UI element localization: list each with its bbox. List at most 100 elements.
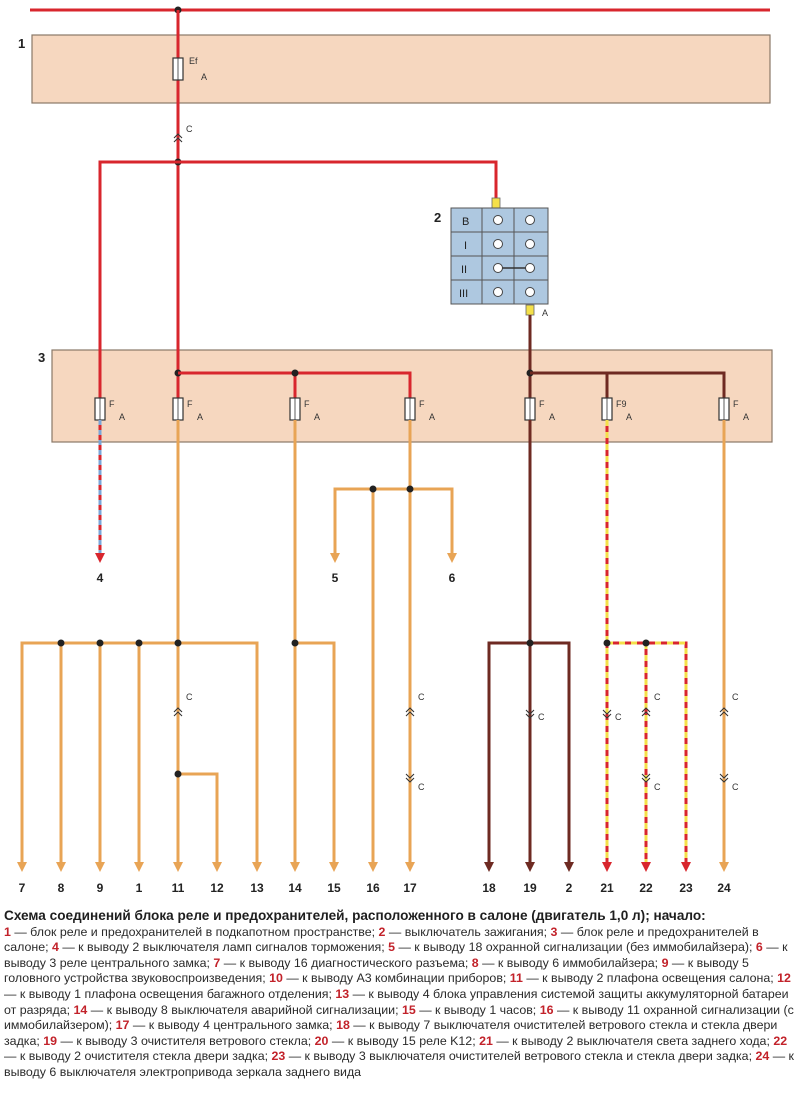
wire (333, 487, 454, 555)
fuse-label: F (187, 399, 193, 409)
junction (174, 770, 182, 778)
legend-item: 8 — к выводу 6 иммобилайзера; (471, 955, 662, 970)
arrow-heads (17, 862, 729, 872)
junction (57, 639, 65, 647)
terminal-label: 14 (288, 881, 302, 895)
fuse (601, 397, 613, 421)
figure-caption: Схема соединений блока реле и предохрани… (4, 908, 794, 1081)
connector-label: C (732, 782, 739, 792)
fuse-pin: A (197, 412, 203, 422)
junction (291, 639, 299, 647)
fuse-pin: A (626, 412, 632, 422)
junction (96, 639, 104, 647)
terminal-label: 5 (332, 571, 339, 585)
switch-row-label: B (462, 216, 469, 228)
terminal-label: 19 (523, 881, 537, 895)
legend-item: 10 — к выводу A3 комбинации приборов; (269, 971, 510, 986)
fuse-pin: A (429, 412, 435, 422)
legend-item: 2 — выключатель зажигания; (378, 924, 551, 939)
legend-item: 1 — блок реле и предохранителей в подкап… (4, 924, 379, 939)
terminal-label: 17 (403, 881, 417, 895)
terminal-label: 13 (250, 881, 264, 895)
legend-item: 7 — к выводу 16 диагностического разъема… (213, 955, 472, 970)
wire (178, 772, 219, 864)
switch-row-label: III (459, 288, 468, 300)
legend-item: 22 — к выводу 2 очистителя стекла двери … (4, 1033, 788, 1064)
legend-item: 5 — к выводу 18 охранной сигнализации (б… (388, 940, 756, 955)
terminal-label: 15 (327, 881, 341, 895)
connector-label: C (654, 782, 661, 792)
legend-item: 9 — к выводу 5 головного устройства звук… (4, 955, 749, 986)
legend-item: 19 — к выводу 3 очистителя ветрового сте… (43, 1033, 315, 1048)
terminal-label: 1 (136, 881, 143, 895)
terminal-label: 9 (97, 881, 104, 895)
fuse (404, 397, 416, 421)
block-2-number: 2 (434, 210, 441, 225)
fuse-label: Ef (189, 56, 198, 66)
wire (178, 160, 498, 200)
fuse-label: F (733, 399, 739, 409)
terminal-label: 23 (679, 881, 693, 895)
caption-legend: 1 — блок реле и предохранителей в подкап… (4, 925, 794, 1081)
fuse-label: F (109, 399, 115, 409)
ignition-switch (450, 207, 549, 305)
fuse-pin: A (743, 412, 749, 422)
legend-item: 18 — к выводу 7 выключателя очистителей … (4, 1018, 778, 1048)
fuse-label: F (539, 399, 545, 409)
fuse (524, 397, 536, 421)
wire (178, 371, 412, 404)
junction (642, 639, 650, 647)
fuse-label: F9 (616, 399, 627, 409)
junction (135, 639, 143, 647)
legend-item: 3 — блок реле и предохранителей в салоне… (4, 924, 759, 955)
terminal-label: 16 (366, 881, 380, 895)
terminal-label: 8 (58, 881, 65, 895)
legend-item: 12 — к выводу 1 плафона освещения багажн… (4, 971, 791, 1001)
legend-item: 17 — к выводу 4 центрального замка; (115, 1018, 337, 1033)
wiring-diagram: 1 3 2 Ef A C B I II III A (17, 6, 773, 895)
fuse (172, 397, 184, 421)
connector-label: C (732, 692, 739, 702)
terminal-label: 4 (97, 571, 104, 585)
block-1 (31, 34, 771, 104)
terminal-label: 21 (600, 881, 614, 895)
legend-item: 4 — к выводу 2 выключателя ламп сигналов… (51, 940, 389, 955)
legend-item: 24 — к выводу 6 выключателя электроприво… (4, 1049, 794, 1079)
switch-row-label: II (461, 264, 467, 276)
junction (526, 639, 534, 647)
connector-marks (173, 707, 729, 783)
legend-item: 11 — к выводу 2 плафона освещения салона… (509, 971, 778, 986)
legend-item: 14 — к выводу 8 выключателя аварийной си… (73, 1002, 402, 1017)
junction (603, 639, 611, 647)
terminal-label: 6 (449, 571, 456, 585)
junction (369, 485, 377, 493)
switch-row-label: I (464, 240, 467, 252)
legend-item: 21 — к выводу 2 выключателя света заднег… (479, 1033, 774, 1048)
terminal-label: 11 (172, 881, 185, 895)
bottom-terminal-labels: 7 8 9 1 11 12 13 14 15 16 17 18 19 2 21 … (19, 881, 731, 895)
connector-label: C (538, 712, 545, 722)
arrow-head (95, 553, 105, 563)
connector-label: C (418, 782, 425, 792)
connector-mark (173, 133, 183, 143)
arrow-head (330, 553, 340, 563)
wire (530, 371, 726, 404)
terminal-label: 2 (566, 881, 573, 895)
block-1-number: 1 (18, 36, 25, 51)
fuse (718, 397, 730, 421)
fuse-label: F (304, 399, 310, 409)
junction (291, 369, 299, 377)
fuse-pin: A (201, 72, 207, 82)
fuse (94, 397, 106, 421)
block-3-number: 3 (38, 350, 45, 365)
terminal-label: 22 (639, 881, 653, 895)
wire-stripe (607, 641, 688, 864)
junction (406, 485, 414, 493)
connector-label: C (615, 712, 622, 722)
arrow-head (447, 553, 457, 563)
wire (98, 160, 178, 404)
legend-item: 13 — к выводу 4 блока управления системо… (4, 986, 789, 1017)
terminal-label: 7 (19, 881, 26, 895)
junction (174, 639, 182, 647)
legend-item: 15 — к выводу 1 часов; (401, 1002, 540, 1017)
